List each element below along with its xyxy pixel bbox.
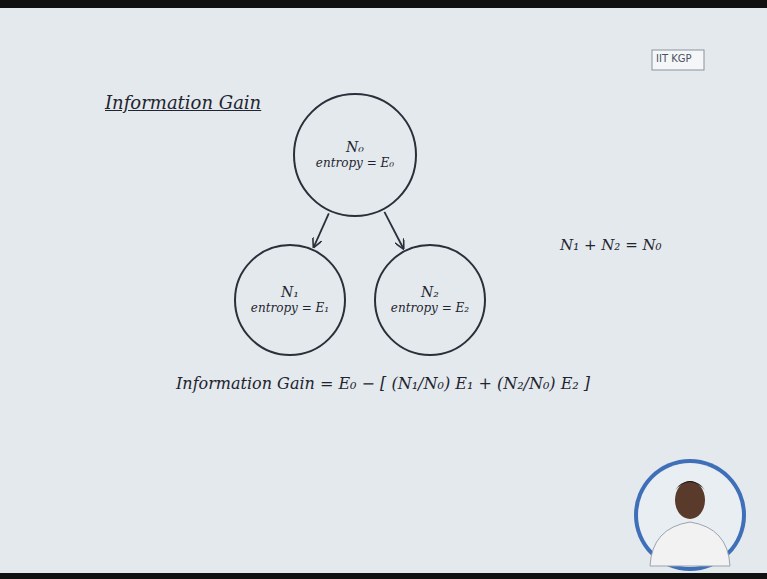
node-entropy: entropy = E₁ <box>251 301 329 316</box>
tree-node-circle: N₀entropy = E₀ <box>293 93 417 217</box>
node-entropy: entropy = E₂ <box>391 301 469 316</box>
tree-node-circle: N₁entropy = E₁ <box>234 244 346 356</box>
node-count: N₁ <box>281 284 299 302</box>
top-frame <box>0 0 767 8</box>
presenter-hair <box>675 481 705 490</box>
gain-formula: Information Gain = E₀ − [ (N₁/N₀) E₁ + (… <box>176 374 590 393</box>
presenter-video <box>634 459 746 571</box>
video-ring <box>634 459 746 571</box>
logo-box <box>652 50 704 70</box>
split-arrow <box>384 212 403 249</box>
node-entropy: entropy = E₀ <box>316 156 394 171</box>
bottom-frame <box>0 573 767 579</box>
node-count: N₀ <box>346 139 364 157</box>
count-equation: N₁ + N₂ = N₀ <box>560 236 662 254</box>
video-ground <box>638 463 742 567</box>
tree-node-circle: N₂entropy = E₂ <box>374 244 486 356</box>
presenter-body <box>650 522 730 566</box>
node-count: N₂ <box>421 284 439 302</box>
logo-text: IIT KGP <box>656 53 692 64</box>
slide-title: Information Gain <box>105 92 261 113</box>
presenter-head <box>675 481 705 519</box>
split-arrow <box>314 213 329 247</box>
